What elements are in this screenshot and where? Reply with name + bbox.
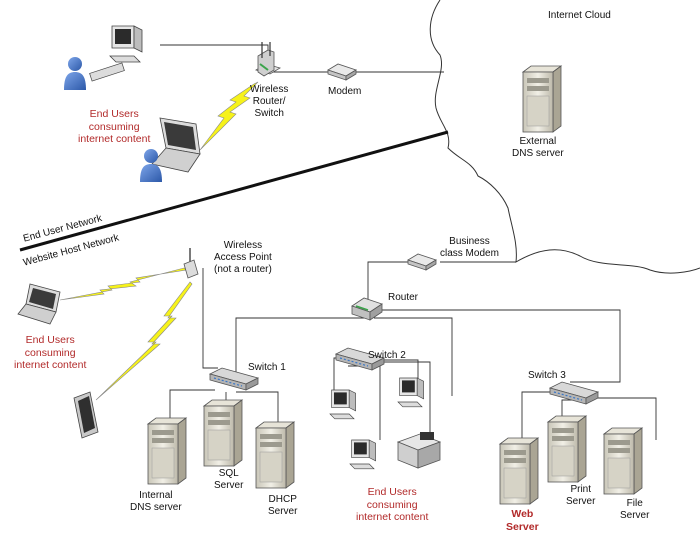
label-external-dns: External DNS server <box>512 136 564 159</box>
external-dns-server-icon <box>522 65 562 133</box>
label-wireless-ap: Wireless Access Point (not a router) <box>214 240 272 275</box>
label-internal-dns: Internal DNS server <box>130 490 182 513</box>
laptop-top <box>151 117 201 173</box>
pc-switch2-a <box>329 389 357 420</box>
file-server-icon <box>603 427 643 495</box>
label-print-server: Print Server <box>566 484 596 507</box>
network-divider <box>19 130 449 252</box>
label-modem: Modem <box>328 86 362 97</box>
printer-icon <box>396 432 442 469</box>
keyboard-top <box>89 62 125 82</box>
label-file-server: File Server <box>620 498 650 521</box>
label-end-users-bottom: End Users consuming internet content <box>356 486 429 523</box>
label-web-server: Web Server <box>506 508 539 533</box>
pc-switch2-c <box>349 439 377 470</box>
label-dhcp-server: DHCP Server <box>268 494 298 517</box>
dhcp-server-icon <box>255 421 295 489</box>
label-internet-cloud: Internet Cloud <box>548 10 611 21</box>
label-sql-server: SQL Server <box>214 468 244 491</box>
wireless-router-icon <box>255 42 281 77</box>
tablet-icon <box>73 391 99 439</box>
internet-cloud-outline <box>429 0 700 274</box>
internal-dns-server-icon <box>147 417 187 485</box>
router-icon <box>351 297 383 321</box>
wireless-links <box>59 81 259 401</box>
web-server-icon <box>499 437 539 505</box>
print-server-icon <box>547 415 587 483</box>
label-switch2: Switch 2 <box>368 350 406 361</box>
label-end-users-top: End Users consuming internet content <box>78 108 151 145</box>
modem-icon <box>327 63 357 81</box>
label-switch1: Switch 1 <box>248 362 286 373</box>
switch-3-icon <box>549 381 599 405</box>
wireless-access-point-icon <box>183 248 199 279</box>
business-modem-icon <box>407 253 437 271</box>
connections <box>160 44 657 440</box>
label-router: Router <box>388 292 419 303</box>
label-switch3: Switch 3 <box>528 370 566 381</box>
user-icon-top <box>64 57 86 90</box>
desktop-pc-top <box>109 25 143 63</box>
label-business-modem: Business class Modem <box>440 236 499 259</box>
label-end-users-left: End Users consuming internet content <box>14 334 87 371</box>
pc-switch2-b <box>397 377 425 408</box>
label-wireless-router: Wireless Router/ Switch <box>250 84 289 119</box>
sql-server-icon <box>203 399 243 467</box>
laptop-left <box>17 283 61 325</box>
